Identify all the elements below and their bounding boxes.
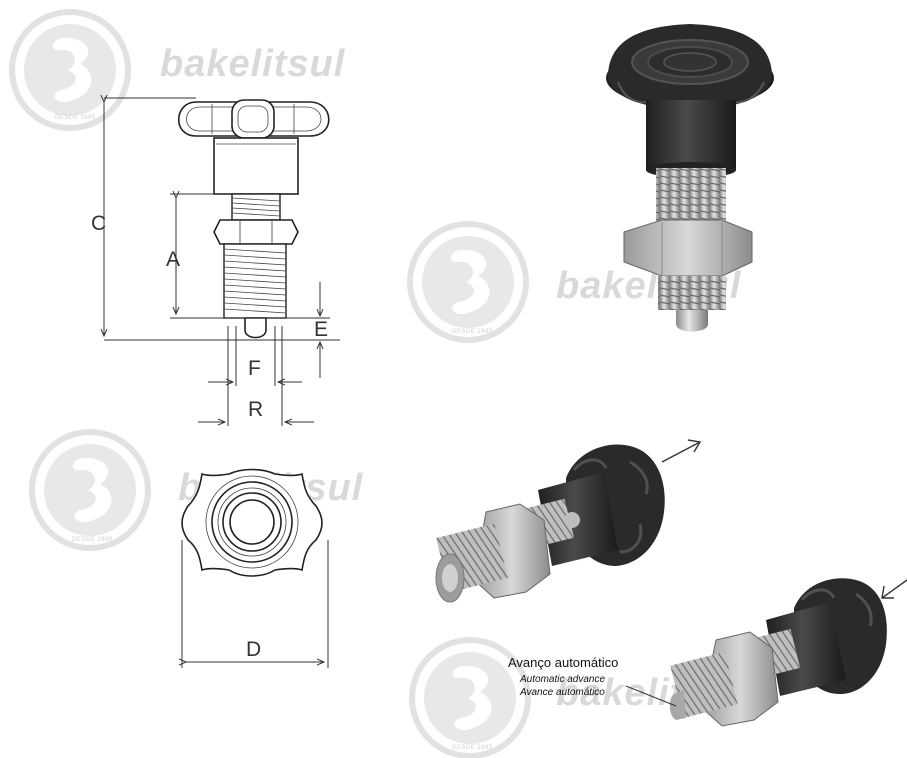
note-pt: Avanço automático [508, 655, 618, 670]
svg-text:DESDE 1995: DESDE 1995 [452, 745, 493, 751]
dimension-label-c: C [91, 212, 106, 235]
note-en: Automatic advance [519, 674, 605, 685]
side-view-drawing [104, 98, 340, 426]
dimension-label-r: R [248, 398, 263, 421]
dimension-label-f: F [248, 357, 261, 380]
svg-text:DESDE 1995: DESDE 1995 [72, 537, 113, 543]
automatic-advance-note: Avanço automático Automatic advance Avan… [508, 655, 677, 707]
svg-text:DESDE 1995: DESDE 1995 [55, 115, 96, 121]
arrow-in-icon [881, 579, 907, 599]
plunger-3d-advanced [669, 578, 887, 727]
watermark-top-left: DESDE 1995 bakelitsul [12, 12, 346, 128]
top-view-drawing [182, 468, 329, 668]
note-es: Avance automático [519, 687, 605, 698]
dimension-label-a: A [166, 248, 180, 271]
dimension-label-e: E [314, 318, 328, 341]
svg-text:bakelitsul: bakelitsul [160, 43, 346, 85]
plunger-3d-upright [606, 24, 774, 332]
arrow-out-icon [661, 439, 702, 463]
svg-text:DESDE 1995: DESDE 1995 [452, 329, 493, 335]
plunger-3d-retracted [435, 444, 665, 603]
dimension-label-d: D [246, 638, 261, 661]
